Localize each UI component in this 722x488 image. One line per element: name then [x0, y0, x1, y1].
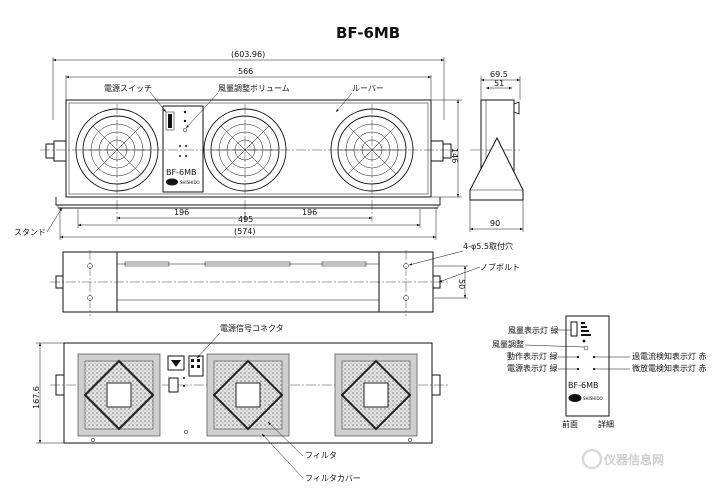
label-louver: ルーバー [352, 84, 384, 93]
watermark-text: 仪器信息网 [603, 452, 664, 467]
label-overcurrent-indicator: 過電流検知表示灯 赤 [632, 351, 707, 361]
detail-brand: SHISHIDO [583, 396, 603, 401]
filter-cover-left [77, 353, 161, 437]
label-stand: スタンド [14, 228, 46, 237]
dim-rear-height: 167.6 [32, 386, 41, 409]
label-knob-bolt: ノブボルト [480, 262, 520, 272]
label-airflow-adjust: 風量調整 [492, 339, 524, 349]
dim-base-length: (574) [234, 227, 256, 236]
label-airflow-volume: 風量調整ボリューム [218, 83, 290, 93]
rear-view: 電源信号コネクタ フィルタ フィルタカバー 167.6 [32, 323, 450, 483]
front-view: (603.96) 566 [14, 50, 462, 240]
label-filter-cover: フィルタカバー [305, 474, 361, 483]
label-power-connector: 電源信号コネクタ [220, 323, 284, 333]
caption-detail: 詳細 [598, 419, 614, 429]
label-power-switch: 電源スイッチ [104, 84, 152, 93]
label-discharge-indicator: 微放電検知表示灯 赤 [632, 363, 707, 373]
detail-panel: BF-6MB SHISHIDO 風量表示灯 緑 風量調整 動作表示灯 緑 電源表… [492, 315, 707, 429]
caption-front: 前面 [562, 419, 578, 429]
side-view: 69.5 51 90 [469, 70, 524, 232]
watermark: 仪器信息网 [581, 448, 664, 470]
front-panel-brand: SHISHIDO [180, 180, 200, 185]
power-signal-connector [167, 355, 204, 393]
dim-pitch-left: 196 [174, 208, 189, 217]
dim-overall-width: (603.96) [231, 50, 265, 59]
drawing-title: BF-6MB [336, 24, 400, 42]
label-mount-holes: 4-φ5.5取付穴 [463, 241, 513, 251]
filter-cover-right [334, 353, 418, 437]
front-panel-model: BF-6MB [166, 168, 196, 177]
dim-height: 146 [450, 148, 459, 163]
dim-top-depth: 50 [457, 279, 466, 289]
dim-pitch-right: 196 [302, 208, 317, 217]
dim-side-top-inner: 51 [494, 79, 504, 88]
control-panel-front: BF-6MB SHISHIDO [162, 105, 204, 193]
filter-cover-center [206, 353, 290, 437]
top-view: 4-φ5.5取付穴 ノブボルト 50 [50, 241, 520, 316]
detail-model: BF-6MB [568, 381, 598, 390]
dim-side-depth: 90 [490, 219, 500, 228]
dim-side-top-outer: 69.5 [490, 70, 508, 79]
label-filter: フィルタ [305, 451, 337, 460]
dim-width: 566 [238, 67, 253, 76]
label-power-indicator: 電源表示灯 緑 [507, 363, 558, 373]
dim-mount-pitch: 495 [238, 215, 253, 224]
label-airflow-indicator: 風量表示灯 緑 [508, 325, 559, 335]
label-operation-indicator: 動作表示灯 緑 [507, 351, 558, 361]
